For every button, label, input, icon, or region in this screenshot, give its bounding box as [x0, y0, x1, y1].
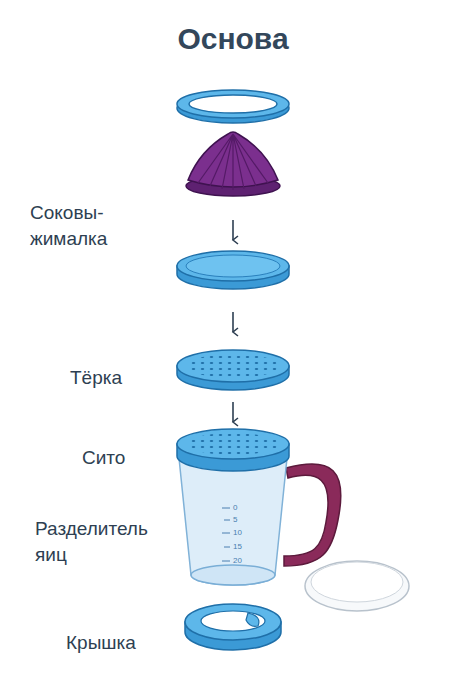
arrow — [232, 312, 234, 332]
part-label: Разделитель яиц — [35, 516, 160, 568]
juicer-cone — [186, 132, 280, 196]
part-label: Сито — [82, 445, 162, 471]
arrow — [232, 220, 234, 240]
arrow — [232, 402, 234, 422]
scale-number: 0 — [233, 503, 237, 512]
scale-number: 20 — [233, 556, 242, 565]
part-label: Тёрка — [70, 365, 160, 391]
juicer-lid — [177, 251, 289, 289]
bottom-lid — [185, 604, 281, 650]
part-label: Соковы- жималка — [30, 200, 130, 252]
diagram-title: Основа — [0, 22, 466, 56]
measuring-cup — [177, 429, 341, 585]
sealing-ring — [177, 90, 289, 123]
grater-disc — [177, 350, 289, 390]
scale-number: 10 — [233, 528, 242, 537]
part-label: Крышка — [66, 630, 166, 656]
scale-number: 15 — [233, 542, 242, 551]
clear-lid — [305, 561, 409, 611]
scale-number: 5 — [233, 515, 237, 524]
